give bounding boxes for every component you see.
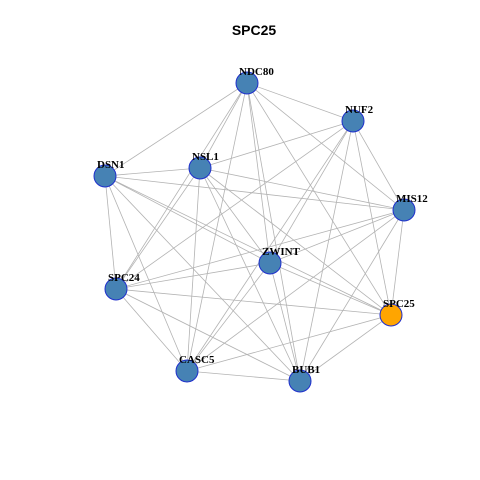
- edge-spc24-casc5: [115, 288, 188, 372]
- edge-dsn1-mis12: [104, 175, 405, 211]
- edge-nsl1-spc25: [199, 167, 392, 316]
- node-nuf2[interactable]: NUF2: [341, 104, 374, 133]
- node-casc5[interactable]: CASC5: [175, 354, 215, 383]
- node-label: DSN1: [97, 159, 125, 171]
- edge-ndc80-nsl1: [199, 82, 248, 169]
- node-circle[interactable]: [341, 109, 365, 133]
- edge-dsn1-bub1: [104, 175, 301, 382]
- node-bub1[interactable]: BUB1: [288, 364, 320, 393]
- edge-ndc80-zwint: [246, 82, 271, 264]
- edge-nsl1-zwint: [199, 167, 271, 264]
- node-label: NSL1: [192, 151, 219, 163]
- edge-zwint-spc24: [115, 262, 271, 290]
- node-circle[interactable]: [392, 198, 416, 222]
- edge-dsn1-spc25: [104, 175, 392, 316]
- edge-dsn1-nsl1: [104, 167, 201, 177]
- edge-ndc80-casc5: [186, 82, 248, 372]
- node-label: ZWINT: [262, 246, 301, 258]
- edge-dsn1-casc5: [104, 175, 188, 372]
- node-ndc80[interactable]: NDC80: [235, 66, 274, 95]
- node-label: CASC5: [179, 354, 215, 366]
- edge-mis12-spc24: [115, 209, 405, 290]
- edge-nsl1-casc5: [186, 167, 201, 372]
- node-circle[interactable]: [235, 71, 259, 95]
- edge-spc25-casc5: [186, 314, 392, 372]
- edge-dsn1-zwint: [104, 175, 271, 264]
- edge-zwint-casc5: [186, 262, 271, 372]
- edge-dsn1-spc24: [104, 175, 117, 290]
- edge-zwint-spc25: [269, 262, 392, 316]
- edge-ndc80-mis12: [246, 82, 405, 211]
- node-spc25[interactable]: SPC25: [379, 298, 415, 327]
- edge-nuf2-zwint: [269, 120, 354, 264]
- node-circle[interactable]: [379, 303, 403, 327]
- node-mis12[interactable]: MIS12: [392, 193, 428, 222]
- node-label: SPC25: [383, 298, 415, 310]
- edge-ndc80-spc25: [246, 82, 392, 316]
- node-label: SPC24: [108, 272, 140, 284]
- node-label: BUB1: [292, 364, 320, 376]
- edge-spc24-bub1: [115, 288, 301, 382]
- edge-ndc80-bub1: [246, 82, 301, 382]
- edge-ndc80-dsn1: [104, 82, 248, 177]
- edge-spc24-spc25: [115, 288, 392, 316]
- edge-casc5-bub1: [186, 370, 301, 382]
- edge-mis12-zwint: [269, 209, 405, 264]
- edge-nuf2-casc5: [186, 120, 354, 372]
- edge-ndc80-nuf2: [246, 82, 354, 122]
- node-label: NDC80: [239, 66, 274, 78]
- node-zwint[interactable]: ZWINT: [258, 246, 301, 275]
- node-spc24[interactable]: SPC24: [104, 272, 140, 301]
- diagram-title: SPC25: [232, 22, 277, 38]
- edge-mis12-casc5: [186, 209, 405, 372]
- edge-spc25-bub1: [299, 314, 392, 382]
- edge-nuf2-mis12: [352, 120, 405, 211]
- node-dsn1[interactable]: DSN1: [93, 159, 125, 188]
- edge-nsl1-bub1: [199, 167, 301, 382]
- node-circle[interactable]: [288, 369, 312, 393]
- node-nsl1[interactable]: NSL1: [188, 151, 219, 180]
- node-circle[interactable]: [258, 251, 282, 275]
- edge-nuf2-nsl1: [199, 120, 354, 169]
- edge-nuf2-spc25: [352, 120, 392, 316]
- node-circle[interactable]: [188, 156, 212, 180]
- edge-nsl1-spc24: [115, 167, 201, 290]
- node-circle[interactable]: [104, 277, 128, 301]
- edge-nuf2-spc24: [115, 120, 354, 290]
- edge-nsl1-mis12: [199, 167, 405, 211]
- edge-layer: [104, 82, 405, 382]
- node-label: MIS12: [396, 193, 428, 205]
- edge-mis12-spc25: [390, 209, 405, 316]
- node-label: NUF2: [345, 104, 374, 116]
- edge-zwint-bub1: [269, 262, 301, 382]
- edge-mis12-bub1: [299, 209, 405, 382]
- node-circle[interactable]: [93, 164, 117, 188]
- node-circle[interactable]: [175, 359, 199, 383]
